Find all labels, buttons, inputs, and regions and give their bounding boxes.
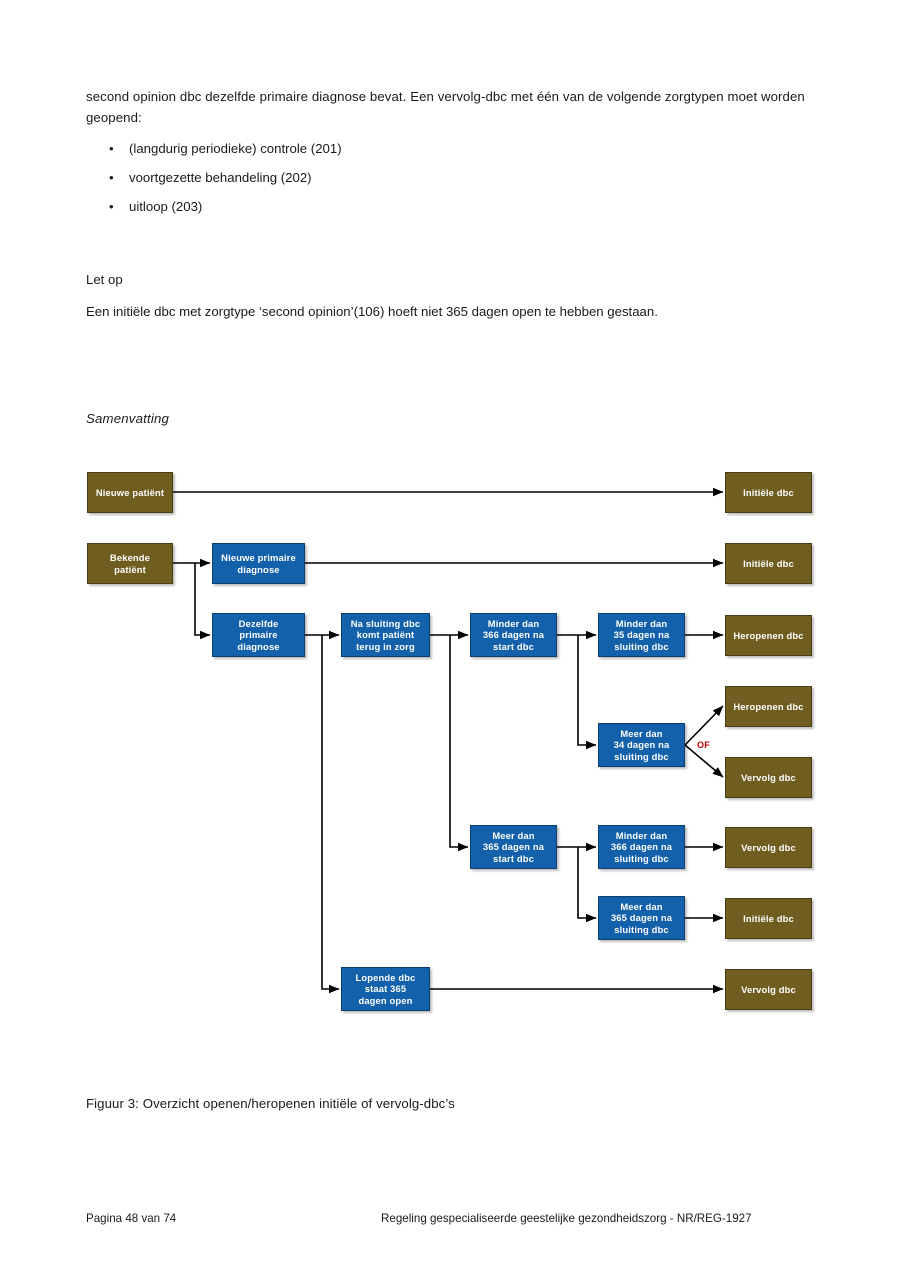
node-line: 365 dagen na [610, 912, 673, 924]
zorgtype-bullet-list: • (langdurig periodieke) controle (201) … [86, 138, 814, 217]
node-line: Vervolg dbc [741, 771, 796, 783]
node-minder-dan-35-sluiting[interactable]: Minder dan 35 dagen na sluiting dbc [598, 613, 685, 657]
node-vervolg-dbc-2[interactable]: Vervolg dbc [725, 827, 812, 868]
node-line: Minder dan [615, 829, 668, 841]
node-line: Meer dan [620, 727, 663, 739]
node-line: 365 dagen na [482, 841, 545, 853]
node-initiele-dbc-1[interactable]: Initiële dbc [725, 472, 812, 513]
footer-document-title: Regeling gespecialiseerde geestelijke ge… [381, 1212, 752, 1225]
bullet-icon: • [109, 170, 114, 185]
node-initiele-dbc-3[interactable]: Initiële dbc [725, 898, 812, 939]
node-line: Na sluiting dbc [350, 617, 421, 629]
node-lopende-dbc-365-open[interactable]: Lopende dbc staat 365 dagen open [341, 967, 430, 1011]
node-line: komt patiënt [356, 629, 415, 641]
note-text: Een initiële dbc met zorgtype ‘second op… [86, 304, 658, 319]
node-line: 366 dagen na [482, 629, 545, 641]
figure-caption: Figuur 3: Overzicht openen/heropenen ini… [86, 1096, 455, 1111]
bullet-icon: • [109, 141, 114, 156]
node-line: start dbc [493, 852, 534, 864]
node-line: sluiting dbc [614, 923, 669, 935]
node-line: dagen open [358, 994, 413, 1006]
node-line: Minder dan [487, 617, 540, 629]
intro-text-block: second opinion dbc dezelfde primaire dia… [86, 86, 814, 225]
node-line: Meer dan [620, 900, 663, 912]
node-vervolg-dbc-3[interactable]: Vervolg dbc [725, 969, 812, 1010]
node-line: Heropenen dbc [733, 629, 804, 641]
node-bekende-patient[interactable]: Bekende patiënt [87, 543, 173, 584]
node-line: 34 dagen na [613, 739, 670, 751]
node-line: primaire [239, 629, 278, 641]
node-line: Lopende dbc [355, 971, 416, 983]
node-line: Vervolg dbc [741, 841, 796, 853]
node-heropenen-dbc-2[interactable]: Heropenen dbc [725, 686, 812, 727]
node-meer-dan-34-sluiting[interactable]: Meer dan 34 dagen na sluiting dbc [598, 723, 685, 767]
node-line: diagnose [237, 563, 280, 575]
node-line: Nieuwe patiënt [95, 486, 165, 498]
node-line: terug in zorg [356, 640, 415, 652]
node-minder-dan-366-sluiting[interactable]: Minder dan 366 dagen na sluiting dbc [598, 825, 685, 869]
node-line: start dbc [493, 640, 534, 652]
node-line: sluiting dbc [614, 852, 669, 864]
node-line: 366 dagen na [610, 841, 673, 853]
node-vervolg-dbc-1[interactable]: Vervolg dbc [725, 757, 812, 798]
bullet-icon: • [109, 199, 114, 214]
node-line: Bekende [109, 551, 151, 563]
footer-page-number: Pagina 48 van 74 [86, 1212, 177, 1225]
node-dezelfde-primaire-diagnose[interactable]: Dezelfde primaire diagnose [212, 613, 305, 657]
body-paragraph: second opinion dbc dezelfde primaire dia… [86, 89, 805, 125]
node-line: Initiële dbc [743, 557, 794, 569]
list-item-label: uitloop (203) [129, 199, 203, 214]
node-line: 35 dagen na [613, 629, 670, 641]
node-line: Initiële dbc [743, 912, 794, 924]
list-item: • (langdurig periodieke) controle (201) [86, 138, 814, 159]
node-line: Heropenen dbc [733, 700, 804, 712]
node-initiele-dbc-2[interactable]: Initiële dbc [725, 543, 812, 584]
node-line: Vervolg dbc [741, 983, 796, 995]
node-meer-dan-365-sluiting[interactable]: Meer dan 365 dagen na sluiting dbc [598, 896, 685, 940]
node-line: Minder dan [615, 617, 668, 629]
list-item: • voortgezette behandeling (202) [86, 167, 814, 188]
node-nieuwe-primaire-diagnose[interactable]: Nieuwe primaire diagnose [212, 543, 305, 584]
node-nieuwe-patient[interactable]: Nieuwe patiënt [87, 472, 173, 513]
node-line: Nieuwe primaire [221, 551, 296, 563]
node-line: Meer dan [492, 829, 535, 841]
node-line: staat 365 [364, 983, 407, 995]
node-line: Initiële dbc [743, 486, 794, 498]
node-na-sluiting-dbc[interactable]: Na sluiting dbc komt patiënt terug in zo… [341, 613, 430, 657]
node-heropenen-dbc-1[interactable]: Heropenen dbc [725, 615, 812, 656]
list-item-label: (langdurig periodieke) controle (201) [129, 141, 342, 156]
note-heading: Let op [86, 272, 123, 287]
node-minder-dan-366-start[interactable]: Minder dan 366 dagen na start dbc [470, 613, 557, 657]
node-line: patiënt [114, 563, 146, 575]
section-title-samenvatting: Samenvatting [86, 411, 170, 426]
node-line: sluiting dbc [614, 750, 669, 762]
node-line: sluiting dbc [614, 640, 669, 652]
node-meer-dan-365-start[interactable]: Meer dan 365 dagen na start dbc [470, 825, 557, 869]
note-block: Let op Een initiële dbc met zorgtype ‘se… [86, 269, 814, 322]
node-line: Dezelfde [238, 617, 279, 629]
or-label: OF [697, 740, 711, 750]
list-item-label: voortgezette behandeling (202) [129, 170, 312, 185]
node-line: diagnose [237, 640, 280, 652]
list-item: • uitloop (203) [86, 196, 814, 217]
